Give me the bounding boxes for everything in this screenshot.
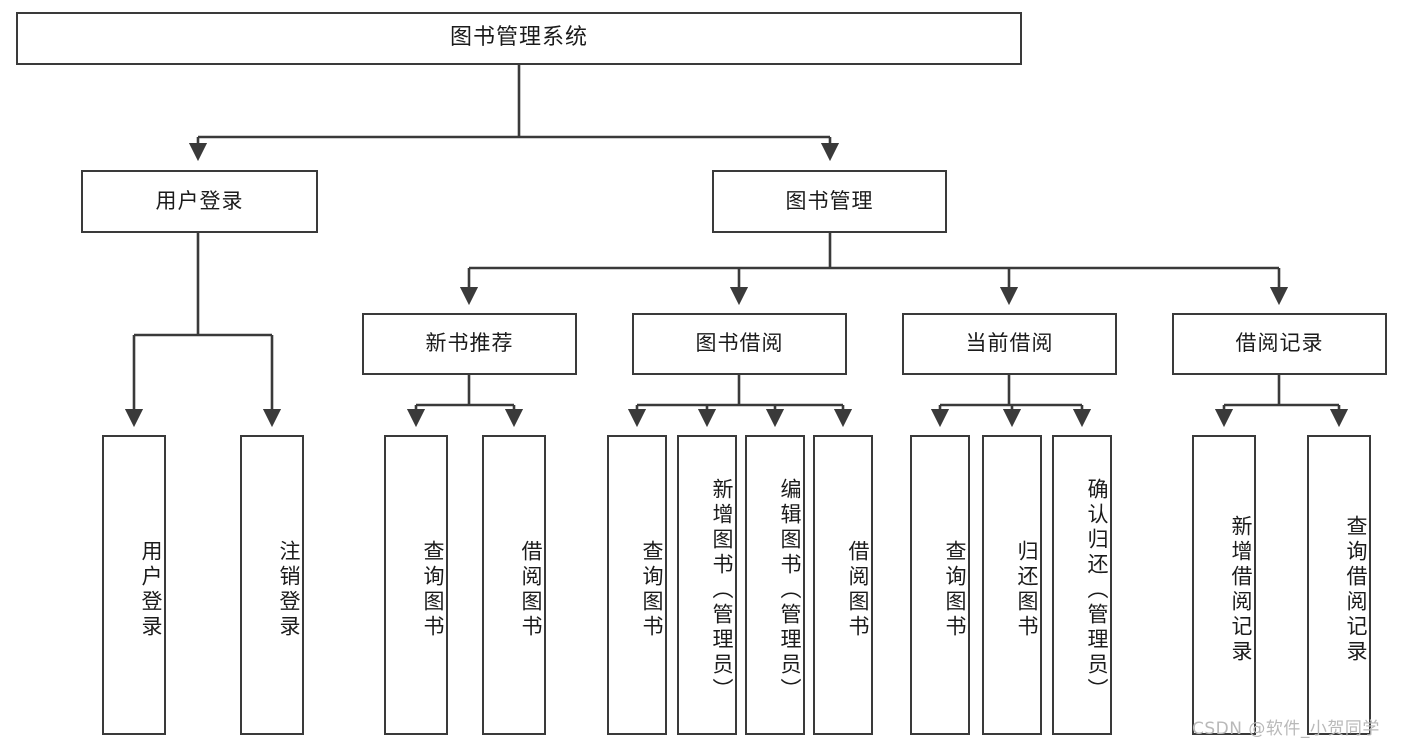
- node-leaf-edit-book-admin-label: 编辑图书（管理员）: [778, 477, 802, 703]
- node-user-login[interactable]: 用户登录: [81, 170, 318, 233]
- node-root-label: 图书管理系统: [449, 25, 588, 51]
- node-book-manage[interactable]: 图书管理: [712, 170, 947, 233]
- node-current-borrow-label: 当前借阅: [965, 331, 1054, 356]
- node-leaf-borrow-book-1-label: 借阅图书: [519, 540, 543, 640]
- node-leaf-query-book-1-label: 查询图书: [421, 540, 445, 640]
- node-leaf-query-book-3[interactable]: 查询图书: [910, 435, 970, 735]
- watermark: CSDN @软件_小贺同学: [1192, 719, 1380, 739]
- node-leaf-query-borrow-record-label: 查询借阅记录: [1344, 515, 1368, 665]
- node-leaf-query-book-3-label: 查询图书: [943, 540, 967, 640]
- node-leaf-return-book[interactable]: 归还图书: [982, 435, 1042, 735]
- node-leaf-confirm-return-admin-label: 确认归还（管理员）: [1085, 477, 1109, 703]
- node-current-borrow[interactable]: 当前借阅: [902, 313, 1117, 375]
- node-leaf-query-borrow-record[interactable]: 查询借阅记录: [1307, 435, 1371, 735]
- node-borrow-record[interactable]: 借阅记录: [1172, 313, 1387, 375]
- node-leaf-add-borrow-record-label: 新增借阅记录: [1229, 515, 1253, 665]
- node-user-login-label: 用户登录: [155, 188, 244, 213]
- node-leaf-query-book-2[interactable]: 查询图书: [607, 435, 667, 735]
- node-leaf-return-book-label: 归还图书: [1015, 540, 1039, 640]
- node-leaf-user-logout-label: 注销登录: [277, 540, 301, 640]
- node-leaf-borrow-book-1[interactable]: 借阅图书: [482, 435, 546, 735]
- node-leaf-add-book-admin[interactable]: 新增图书（管理员）: [677, 435, 737, 735]
- node-leaf-add-borrow-record[interactable]: 新增借阅记录: [1192, 435, 1256, 735]
- node-leaf-add-book-admin-label: 新增图书（管理员）: [710, 477, 734, 703]
- node-new-book-recommend[interactable]: 新书推荐: [362, 313, 577, 375]
- node-leaf-borrow-book-2-label: 借阅图书: [846, 540, 870, 640]
- node-book-borrow[interactable]: 图书借阅: [632, 313, 847, 375]
- node-leaf-user-logout[interactable]: 注销登录: [240, 435, 304, 735]
- node-leaf-user-login-label: 用户登录: [139, 540, 163, 640]
- node-root[interactable]: 图书管理系统: [16, 12, 1022, 65]
- node-book-manage-label: 图书管理: [785, 188, 874, 213]
- node-book-borrow-label: 图书借阅: [695, 331, 784, 356]
- node-leaf-user-login[interactable]: 用户登录: [102, 435, 166, 735]
- node-borrow-record-label: 借阅记录: [1235, 331, 1324, 356]
- node-leaf-query-book-1[interactable]: 查询图书: [384, 435, 448, 735]
- node-leaf-borrow-book-2[interactable]: 借阅图书: [813, 435, 873, 735]
- node-leaf-confirm-return-admin[interactable]: 确认归还（管理员）: [1052, 435, 1112, 735]
- node-leaf-edit-book-admin[interactable]: 编辑图书（管理员）: [745, 435, 805, 735]
- node-new-book-recommend-label: 新书推荐: [425, 331, 514, 356]
- node-leaf-query-book-2-label: 查询图书: [640, 540, 664, 640]
